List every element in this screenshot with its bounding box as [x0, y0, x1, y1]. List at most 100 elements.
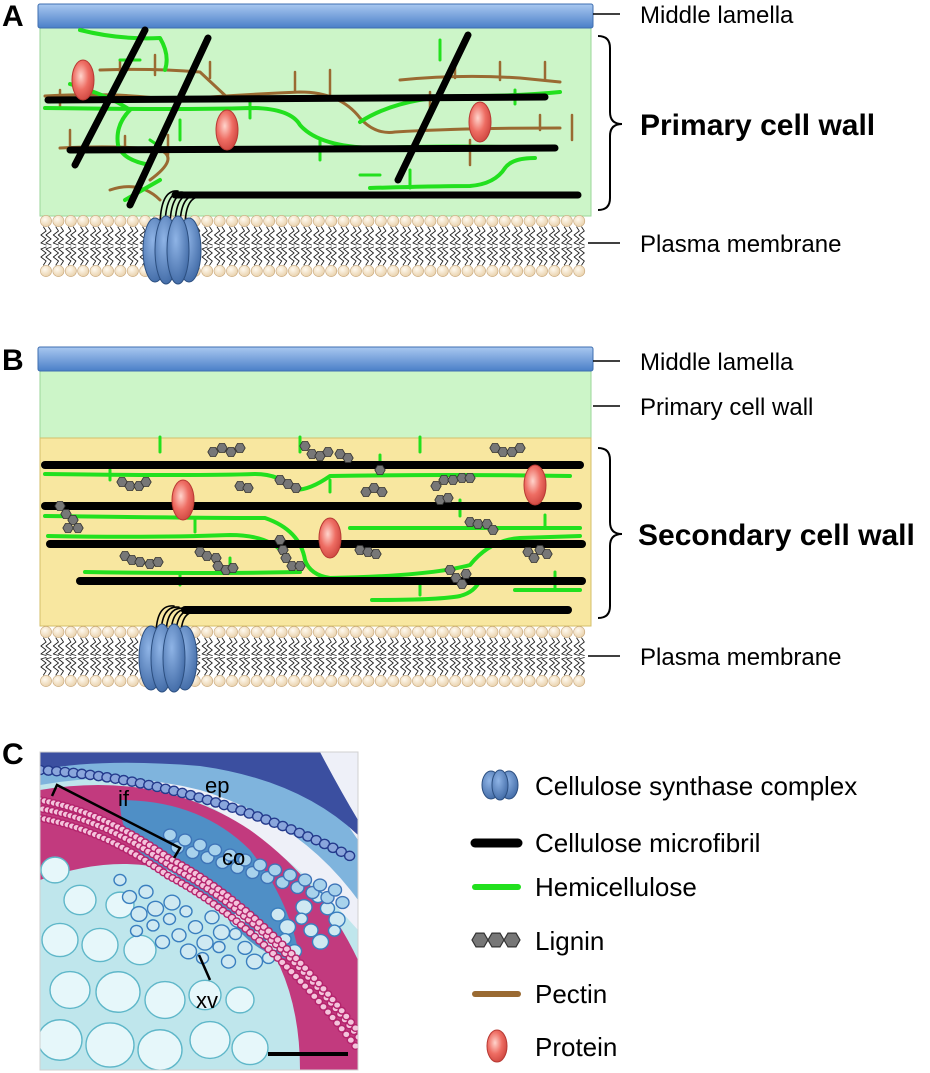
lipid-tail	[57, 246, 64, 266]
cell	[212, 924, 231, 941]
lipid-tail	[243, 226, 250, 246]
lipid-tail	[511, 246, 518, 266]
tissue-label-ep: ep	[205, 773, 229, 798]
lipid-tail	[114, 246, 121, 266]
lipid-tail	[243, 657, 250, 676]
lipid-tail	[102, 657, 109, 676]
lipid-tail	[362, 657, 369, 676]
lipid-tail	[45, 637, 52, 656]
lipid-head	[213, 265, 226, 277]
lipid-tail	[367, 246, 374, 266]
lipid-head	[424, 675, 437, 687]
lipid-tail	[412, 637, 419, 656]
lipid-tail	[263, 226, 270, 246]
legend-label-csc: Cellulose synthase complex	[535, 771, 857, 801]
lipid-tail	[474, 637, 481, 656]
cell	[189, 1020, 231, 1060]
lipid-head	[325, 675, 338, 687]
lipid-tail	[536, 246, 543, 266]
lipid-tail	[343, 637, 350, 656]
lipid-head	[548, 265, 561, 277]
lignin	[194, 547, 222, 563]
lipid-head	[213, 626, 226, 638]
lipid-tail	[251, 246, 258, 266]
lipid-head	[102, 675, 114, 687]
lipid-head	[312, 215, 325, 227]
lipid-tail	[566, 226, 573, 246]
lipid-tail	[504, 657, 511, 676]
lipid-tail	[491, 226, 498, 246]
lipid-tail	[442, 637, 449, 656]
lipid-tail	[417, 226, 424, 246]
lipid-tail	[95, 226, 102, 246]
lipid-head	[449, 215, 462, 227]
lipid-tail	[281, 637, 288, 656]
lipid-head	[238, 626, 251, 638]
lipid-tail	[70, 637, 77, 656]
lipid-tail	[45, 246, 52, 266]
lipid-head	[350, 626, 362, 638]
cell	[40, 856, 70, 884]
lipid-head	[40, 626, 52, 638]
lipid-head	[77, 215, 90, 227]
cell	[314, 979, 324, 988]
cell	[63, 884, 97, 916]
lipid-tail	[238, 246, 245, 266]
lipid-head	[412, 626, 424, 638]
lipid-head	[337, 215, 350, 227]
lipid-tail	[504, 226, 511, 246]
lipid-tail	[300, 657, 307, 676]
lipid-head	[511, 265, 524, 277]
lipid-tail	[305, 226, 312, 246]
tissue-label-co: co	[222, 845, 245, 870]
lipid-tail	[132, 246, 139, 266]
lipid-tail	[214, 226, 221, 246]
lipid-tail	[561, 637, 568, 656]
lignin	[274, 535, 306, 571]
lignin	[119, 551, 164, 569]
lipid-head	[114, 265, 127, 277]
cell	[228, 927, 243, 941]
lipid-tail	[57, 226, 64, 246]
cell	[231, 1030, 269, 1066]
hemicellulose-strand	[368, 156, 537, 190]
lipid-head	[263, 626, 276, 638]
lignin	[434, 493, 454, 505]
lipid-head	[89, 265, 102, 277]
cell	[187, 919, 204, 935]
lipid-head	[325, 626, 338, 638]
lipid-head	[213, 675, 226, 687]
legend-label-protein: Protein	[535, 1032, 617, 1062]
lipid-tail	[380, 657, 387, 676]
lipid-head	[126, 265, 139, 277]
cell	[305, 987, 315, 996]
lipid-tail	[313, 637, 320, 656]
lipid-tail	[82, 246, 89, 266]
protein-icon	[486, 1029, 508, 1063]
lipid-head	[263, 265, 276, 277]
lipid-tail	[114, 637, 121, 656]
lipid-tail	[127, 226, 134, 246]
lipid-tail	[127, 657, 134, 676]
cell	[300, 982, 310, 991]
lipid-tail	[238, 637, 245, 656]
lipid-head	[374, 626, 387, 638]
lipid-tail	[226, 226, 233, 246]
lipid-tail	[226, 637, 233, 656]
lipid-tail	[561, 226, 568, 246]
lipid-tail	[380, 226, 387, 246]
lipid-tail	[524, 637, 531, 656]
lipid-head	[52, 215, 65, 227]
lipid-tail	[77, 657, 84, 676]
lipid-head	[350, 675, 362, 687]
lipid-tail	[529, 226, 536, 246]
secondary-cell-wall-label: Secondary cell wall	[638, 519, 915, 552]
cell	[204, 910, 220, 925]
lipid-tail	[499, 657, 506, 676]
lipid-tail	[206, 637, 213, 656]
lipid-tail	[486, 226, 493, 246]
lipid-tail	[318, 657, 325, 676]
cell	[323, 1008, 333, 1017]
lipid-tail	[343, 246, 350, 266]
lipid-head	[436, 265, 449, 277]
